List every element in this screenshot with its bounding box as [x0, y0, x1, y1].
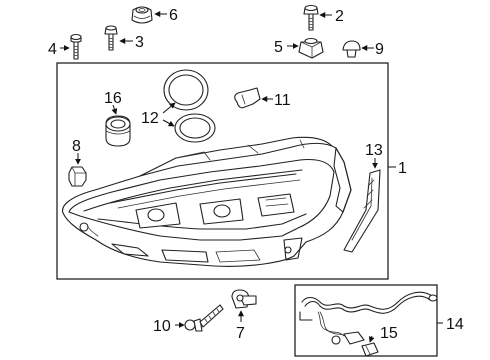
- callout-1: 1: [398, 160, 407, 177]
- callout-13: 13: [365, 142, 383, 159]
- callout-3: 3: [135, 34, 144, 51]
- bolt-2: [303, 4, 319, 31]
- callout-8: 8: [72, 138, 81, 155]
- seal-ring-12-upper: [163, 69, 209, 111]
- callout-10: 10: [153, 318, 171, 335]
- callout-16-arrow: [111, 104, 118, 115]
- trim-strip-13: [343, 169, 381, 253]
- grommet-6: [131, 6, 153, 24]
- callout-2: 2: [335, 8, 344, 25]
- headlamp-assembly-frame: [56, 62, 389, 280]
- connector-15: [361, 342, 379, 357]
- nut-clip-7: [231, 289, 257, 309]
- callout-16: 16: [104, 90, 122, 107]
- bulb-11: [234, 87, 261, 109]
- callout-4: 4: [48, 41, 57, 58]
- callout-15: 15: [380, 325, 398, 342]
- callout-12-arrow-a: [162, 102, 176, 114]
- clip-nut-5: [298, 37, 324, 59]
- callout-12: 12: [141, 110, 159, 127]
- callout-7: 7: [236, 325, 245, 342]
- bolt-10: [184, 304, 224, 332]
- cap-9: [342, 40, 361, 58]
- callout-14: 14: [446, 316, 464, 333]
- callout-6: 6: [169, 7, 178, 24]
- seal-ring-12-lower: [174, 113, 216, 143]
- callout-11: 11: [274, 92, 291, 109]
- socket-16: [105, 115, 131, 147]
- callout-12-arrow-b: [162, 119, 175, 127]
- callout-5: 5: [274, 39, 283, 56]
- wiring-harness-14: [299, 291, 438, 345]
- screw-3: [104, 25, 118, 51]
- nut-8: [68, 166, 87, 187]
- callout-9: 9: [375, 41, 384, 58]
- headlamp-housing-1: [62, 136, 352, 267]
- callout-15-arrow: [368, 335, 375, 343]
- bolt-4: [70, 33, 82, 60]
